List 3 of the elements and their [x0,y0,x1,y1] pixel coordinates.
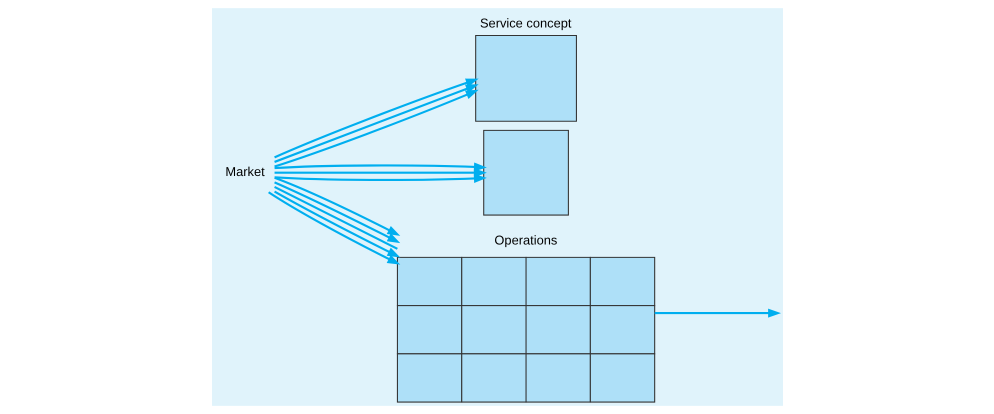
node-label: Service concept [479,16,571,31]
node-text: Market [224,164,264,180]
node-label: Operations [494,232,557,248]
